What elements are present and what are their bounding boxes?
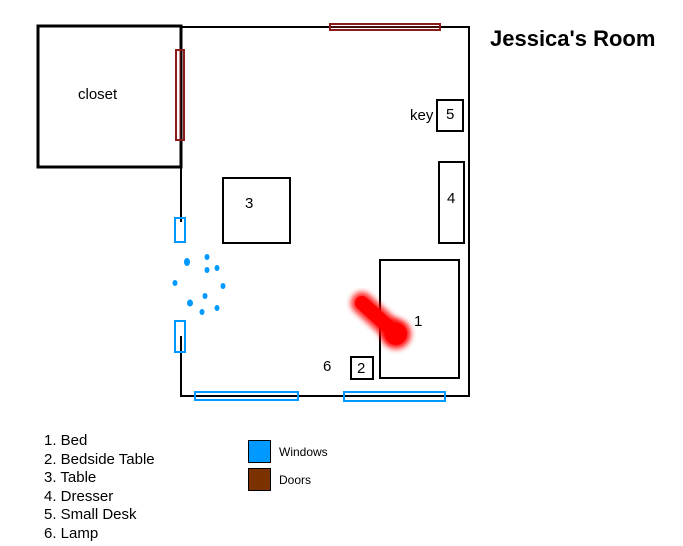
furniture-number-lamp: 6 <box>323 358 332 375</box>
small-desk <box>436 99 464 132</box>
furniture-legend: 1. Bed 2. Bedside Table 3. Table 4. Dres… <box>44 432 155 544</box>
dresser <box>438 161 465 244</box>
key-windows: Windows <box>248 440 328 463</box>
legend-item-bed: 1. Bed <box>44 432 88 449</box>
furniture-number-dresser: 4 <box>447 190 456 207</box>
legend-item-lamp: 6. Lamp <box>44 524 99 542</box>
key-doors: Doors <box>248 468 311 491</box>
window-left-upper <box>174 217 186 243</box>
room-title: Jessica's Room <box>490 26 656 51</box>
doors-swatch <box>248 468 271 491</box>
furniture-number-bed: 1 <box>414 313 423 330</box>
legend-item-small-desk: 5. Small Desk <box>44 506 137 524</box>
windows-swatch <box>248 440 271 463</box>
window-left-lower <box>174 320 186 353</box>
legend-item-bedside-table: 2. Bedside Table <box>44 450 155 468</box>
lamp-light <box>351 292 411 349</box>
window-bottom-left <box>194 391 299 401</box>
furniture-number-table: 3 <box>245 195 254 212</box>
blue-dots <box>172 254 226 315</box>
doors-key-label: Doors <box>279 472 312 487</box>
key-label: key <box>410 107 434 124</box>
closet-label: closet <box>78 86 118 103</box>
legend-item-table: 3. Table <box>44 469 97 487</box>
legend-item-dresser: 4. Dresser <box>44 487 114 505</box>
bedside-table <box>350 356 374 380</box>
table <box>222 177 291 244</box>
furniture-number-small-desk: 5 <box>446 106 455 123</box>
closet <box>36 24 183 169</box>
windows-key-label: Windows <box>279 444 328 459</box>
window-bottom-right <box>343 391 446 402</box>
furniture-number-bedside-table: 2 <box>357 360 366 377</box>
